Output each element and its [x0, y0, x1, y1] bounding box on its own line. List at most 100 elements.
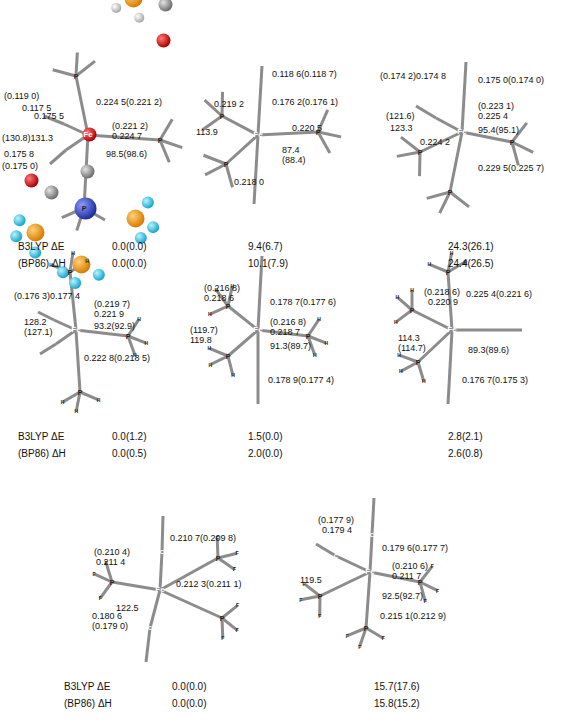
measurement-label: 93.2(92.9)	[94, 322, 135, 331]
measurement-label: 0.175 5	[34, 112, 64, 121]
measurement-label: 0.224 5(0.221 2)	[96, 98, 162, 107]
atom-symbol: H	[450, 250, 454, 255]
measurement-label: (130.8)131.3	[2, 134, 53, 143]
measurement-label: 0.219 2	[214, 100, 244, 109]
measurement-label: 98.5(98.6)	[106, 150, 147, 159]
measurement-label: 91.3(89.7)	[270, 342, 311, 351]
atom-symbol: P	[510, 139, 515, 146]
atom-symbol: F	[236, 603, 239, 608]
chemical-bond	[396, 310, 412, 322]
atom-symbol: F	[299, 597, 302, 602]
measurement-label: 0.210 7(0.209 8)	[170, 534, 236, 543]
chemical-bond	[226, 135, 258, 164]
measurement-label: 89.3(89.6)	[468, 346, 509, 355]
measurement-label: 87.4	[282, 146, 300, 155]
measurement-label: (BP86) ΔH	[18, 259, 66, 269]
atom-symbol: F	[99, 596, 102, 601]
measurement-label: 1.5(0.0)	[248, 432, 282, 442]
atom-symbol: P	[306, 333, 311, 340]
measurement-label: (0.177 9)	[318, 516, 354, 525]
atom-symbol: P	[316, 129, 321, 136]
chemical-bond	[254, 170, 256, 204]
measurement-label: 113.9	[196, 128, 218, 137]
chemical-bond	[452, 329, 490, 332]
chemical-bond	[210, 306, 228, 314]
atom-symbol: P	[110, 579, 115, 586]
atom-symbol: P	[68, 269, 73, 276]
atom-symbol: C	[334, 553, 338, 559]
chemical-bond	[418, 152, 421, 176]
chemical-bond	[316, 544, 336, 556]
atom-symbol: H	[133, 352, 137, 357]
measurement-label: 0.225 4	[478, 112, 508, 121]
chemical-bond	[429, 264, 448, 272]
atom-symbol: Fe	[457, 128, 466, 136]
chemical-bond	[420, 582, 438, 591]
chemical-bond	[150, 590, 160, 628]
atom-symbol: F	[221, 636, 224, 641]
atom-symbol: H	[395, 295, 399, 300]
atom-sphere	[75, 198, 97, 220]
atom-sphere	[142, 197, 154, 209]
chemical-bond	[301, 596, 320, 600]
chemical-bond	[450, 192, 469, 207]
measurement-label: (0.223 1)	[478, 102, 514, 111]
measurement-label: 0.218 0	[234, 178, 264, 187]
measurement-label: 15.8(15.2)	[374, 699, 420, 709]
atom-symbol: Fe	[447, 326, 456, 334]
measurement-label: 0.178 9(0.177 4)	[268, 376, 334, 385]
atom-symbol: Fe	[253, 326, 262, 334]
atom-symbol: Fe	[155, 586, 164, 594]
atom-symbol: P	[418, 579, 423, 586]
atom-symbol: H	[208, 312, 212, 317]
atom-symbol: P	[446, 269, 451, 276]
chemical-bond	[512, 142, 533, 152]
measurement-label: 0.118 6(0.118 7)	[272, 70, 337, 79]
atom-symbol: F	[105, 560, 108, 565]
chemical-bond	[209, 348, 228, 356]
chemical-bond	[160, 552, 162, 590]
atom-symbol: P	[126, 333, 131, 340]
atom-symbol: F	[424, 599, 427, 604]
atom-symbol: P	[410, 307, 415, 314]
atom-symbol: P	[158, 137, 163, 144]
measurement-label: (0.210 4)	[94, 548, 130, 557]
atom-sphere	[125, 0, 143, 8]
measurement-label: (121.6)	[386, 112, 415, 121]
chemical-bond	[218, 553, 237, 558]
atom-symbol: H	[317, 317, 321, 322]
measurement-label: 2.0(0.0)	[248, 449, 282, 459]
atom-symbol: H	[74, 409, 78, 414]
atom-symbol: H	[464, 259, 468, 264]
atom-symbol: P	[448, 189, 453, 196]
atom-symbol: Fe	[365, 568, 374, 576]
atom-sphere	[69, 277, 81, 289]
measurement-label: B3LYP ΔE	[64, 682, 110, 692]
chemical-bond	[50, 150, 66, 164]
chemical-bond	[112, 582, 160, 590]
measurement-label: 0.224 7	[112, 132, 142, 141]
measurement-label: 24.3(26.1)	[448, 242, 494, 252]
atom-symbol: F	[216, 535, 219, 540]
measurement-label: 114.3	[398, 334, 420, 343]
measurement-label: B3LYP ΔE	[18, 432, 64, 442]
atom-symbol: P	[216, 555, 221, 562]
measurement-label: 0.211 4	[96, 558, 125, 567]
atom-sphere	[83, 128, 97, 142]
atom-sphere	[25, 174, 39, 188]
atom-sphere	[159, 0, 173, 12]
chemical-bond	[401, 137, 420, 152]
measurement-label: 15.7(17.6)	[374, 682, 420, 692]
measurement-label: (0.216 8)	[270, 318, 306, 327]
chemical-bond	[420, 132, 462, 152]
chemical-bond	[53, 70, 76, 76]
measurement-label: B3LYP ΔE	[18, 242, 64, 252]
atom-symbol: F	[303, 581, 306, 586]
measurement-label: (0.175 0)	[2, 162, 38, 171]
atom-symbol: H	[399, 369, 403, 374]
atom-symbol: H	[61, 400, 65, 405]
measurement-label: 0.212 3(0.211 1)	[176, 580, 241, 589]
measurement-label: (0.119 0)	[4, 92, 39, 101]
measurement-label: 0.0(0.0)	[112, 242, 146, 252]
atom-symbol: P	[224, 161, 229, 168]
